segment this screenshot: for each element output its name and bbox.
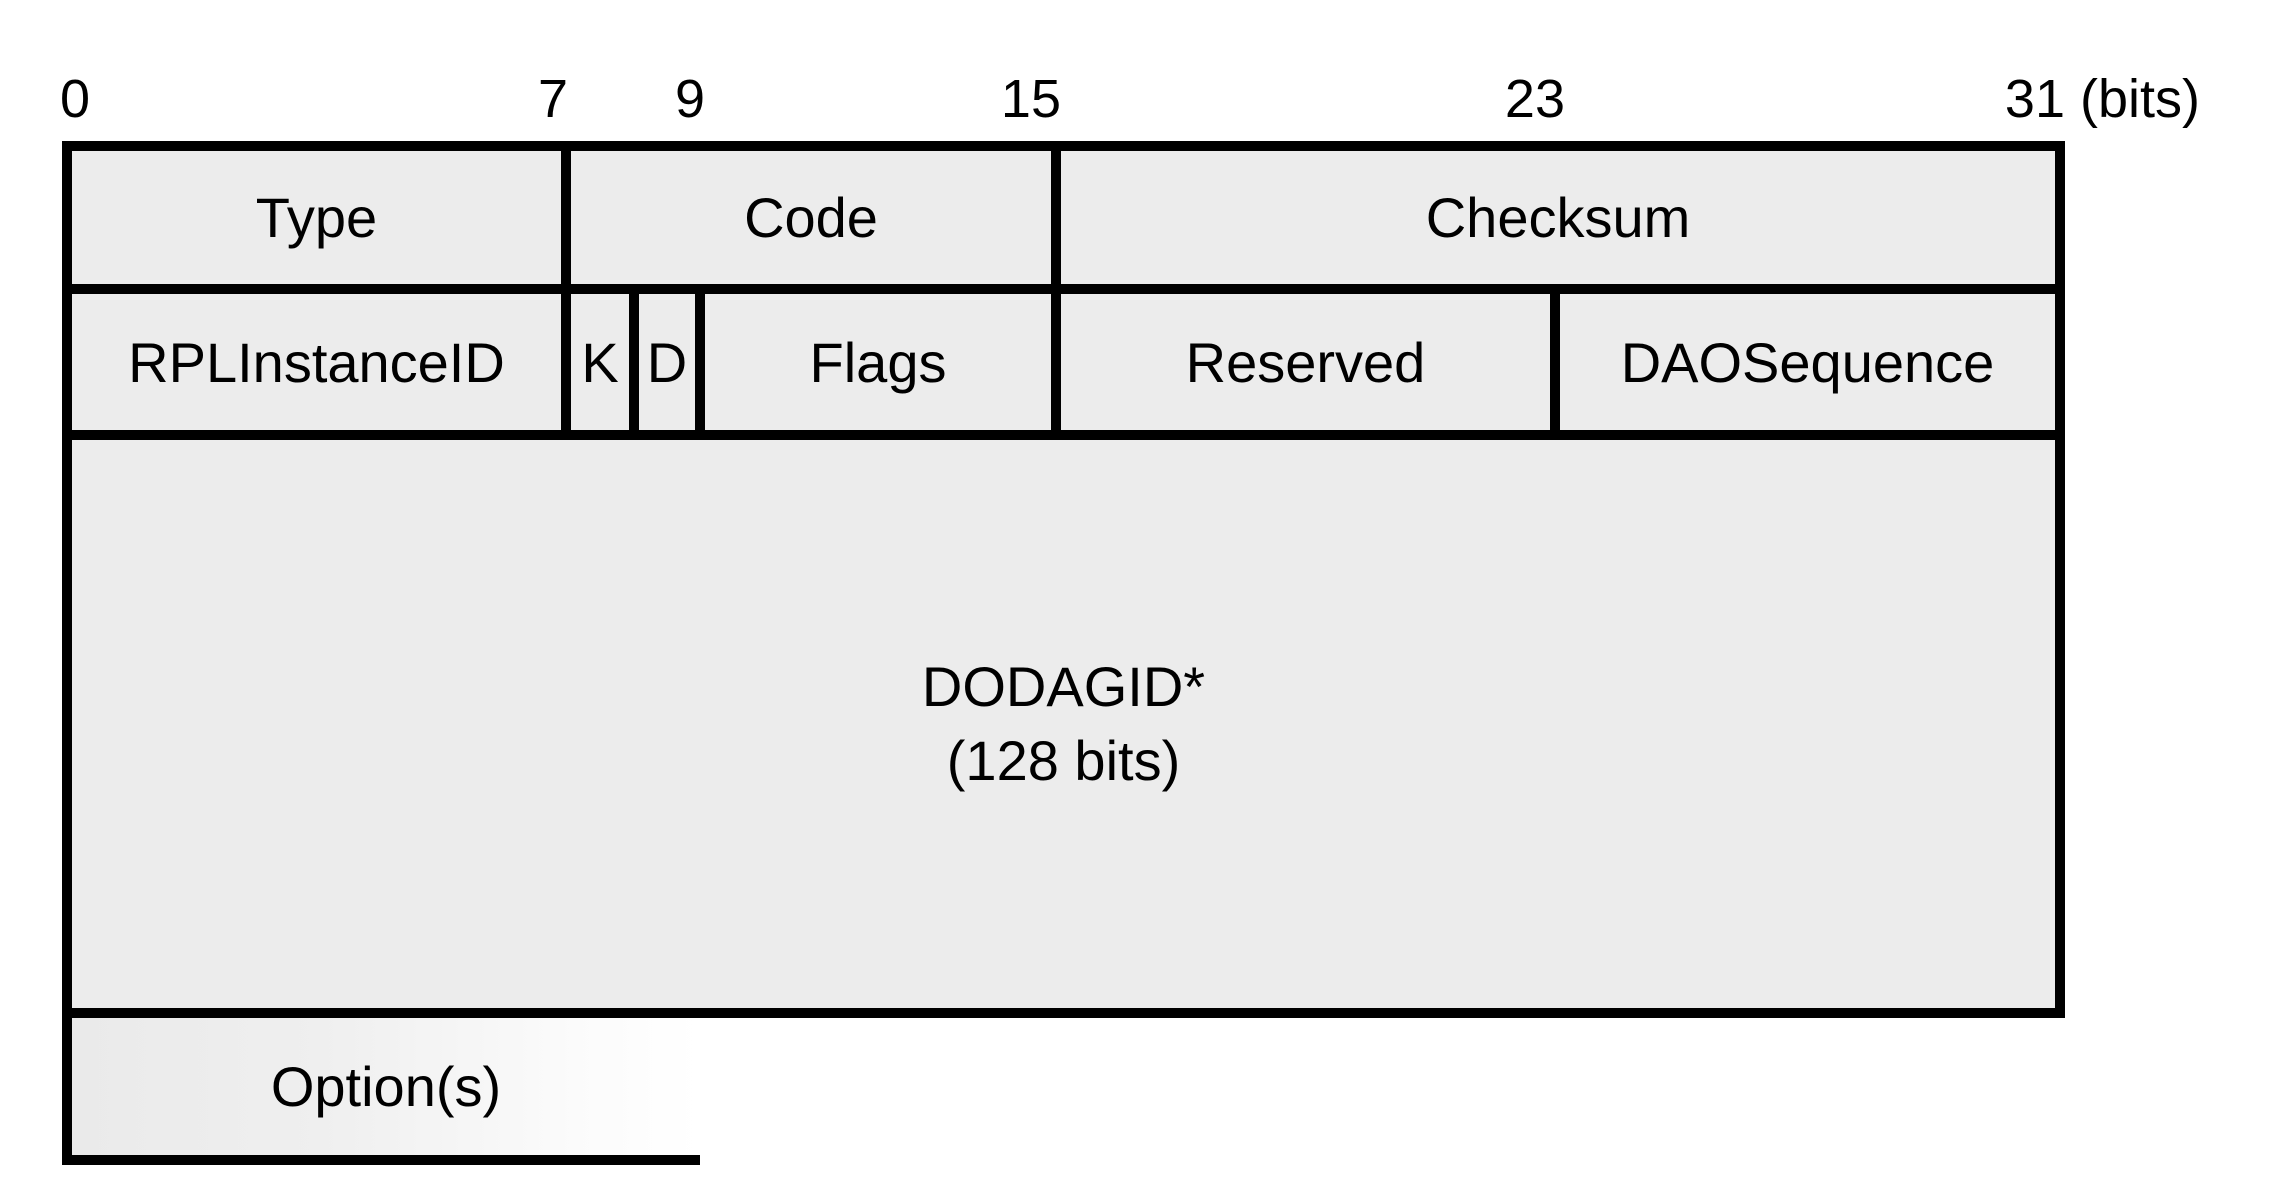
field-checksum-label: Checksum	[1425, 186, 1691, 249]
bit-label-9: 9	[674, 69, 705, 129]
field-rpl-instance-id-label: RPLInstanceID	[128, 330, 505, 394]
field-rpl-instance-id: RPLInstanceID	[72, 294, 571, 430]
field-type-label: Type	[255, 186, 378, 249]
field-dodagid-label: DODAGID*	[921, 655, 1206, 718]
field-options: Option(s)	[62, 1018, 700, 1165]
packet-frame: Type Code Checksum RPLInstanceID K D Fla…	[62, 141, 2065, 1018]
field-d-bit-label: D	[646, 330, 688, 394]
field-k-bit-label: K	[581, 330, 619, 394]
field-dao-sequence: DAOSequence	[1560, 294, 2055, 430]
field-flags: Flags	[705, 294, 1061, 430]
field-d-bit: D	[639, 294, 705, 430]
field-checksum: Checksum	[1061, 151, 2055, 284]
field-reserved: Reserved	[1061, 294, 1560, 430]
field-dao-sequence-label: DAOSequence	[1620, 330, 1995, 394]
bit-label-7: 7	[537, 69, 568, 129]
bit-label-15: 15	[1000, 69, 1061, 129]
field-code-label: Code	[744, 186, 878, 249]
bit-label-0: 0	[60, 69, 91, 129]
field-type: Type	[72, 151, 571, 284]
header-row-2: RPLInstanceID K D Flags Reserved DAOSequ…	[72, 294, 2055, 440]
bit-label-23: 23	[1504, 69, 1565, 129]
field-code: Code	[571, 151, 1061, 284]
header-row-1: Type Code Checksum	[72, 151, 2055, 294]
field-flags-label: Flags	[809, 330, 947, 394]
bit-label-31: 31	[2004, 69, 2065, 129]
bit-unit-label: (bits)	[2080, 69, 2200, 129]
field-dodagid: DODAGID* (128 bits)	[72, 440, 2055, 1008]
field-reserved-label: Reserved	[1185, 330, 1426, 394]
field-k-bit: K	[571, 294, 639, 430]
field-options-label: Option(s)	[270, 1055, 502, 1118]
field-dodagid-size-label: (128 bits)	[946, 729, 1181, 792]
